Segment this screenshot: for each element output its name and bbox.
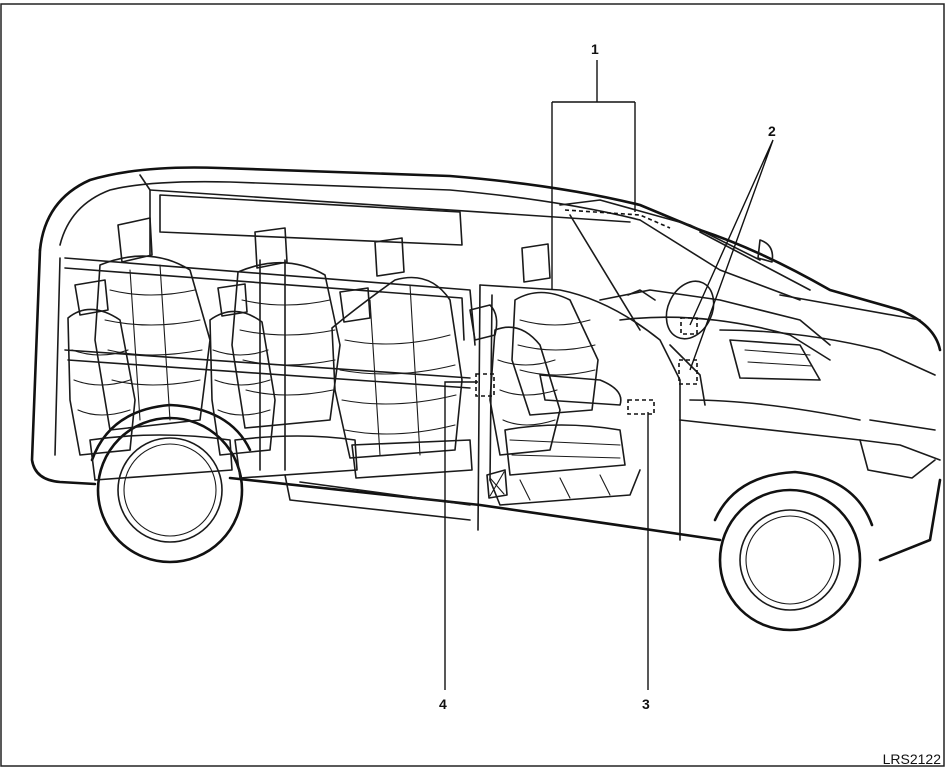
third-row-seats (67, 217, 233, 481)
leader-2 (689, 139, 774, 371)
leader-1 (551, 60, 636, 290)
rear-wheel (90, 403, 252, 564)
dashboard (599, 280, 831, 406)
front-seats (469, 243, 641, 506)
middle-seat (331, 237, 473, 479)
callout-label-1: 1 (591, 41, 599, 57)
callout-label-3: 3 (642, 696, 650, 712)
front-wheel (713, 470, 874, 632)
figure-frame (0, 3, 945, 767)
van-body (30, 166, 942, 562)
sensor-marker-2a (680, 317, 698, 335)
figure-code: LRS2122 (882, 751, 941, 767)
sensor-marker-2b (678, 359, 698, 385)
leader-lines (444, 60, 774, 690)
sensor-marker-3 (627, 399, 655, 415)
callout-label-2: 2 (768, 123, 776, 139)
callout-label-4: 4 (439, 696, 447, 712)
airbag-sensor-markers (475, 209, 698, 415)
sensor-marker-4 (475, 373, 495, 397)
leader-4 (444, 381, 478, 690)
second-row-seats (209, 227, 358, 479)
